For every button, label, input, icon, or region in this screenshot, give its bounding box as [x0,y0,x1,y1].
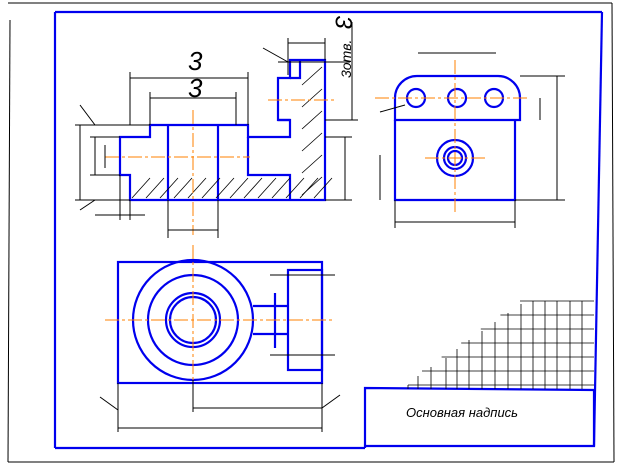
hatch-line [301,110,323,130]
hatch-line [173,177,193,199]
dimension-label: 3 [188,46,203,76]
side-view [375,52,565,228]
title-block [363,386,596,448]
hatch-line [145,177,165,199]
hatch-line [301,66,323,86]
hatch-line [215,177,235,199]
hatch-line [159,177,179,199]
hatch-line [229,177,249,199]
sheet-border [7,2,615,463]
hatch-line [301,176,323,196]
hatch-line [271,177,291,199]
stamp-grid [407,300,594,389]
drawing-frame [53,10,604,450]
hatch-line [131,177,151,199]
hatch-line [301,132,323,152]
hatch-line [285,177,305,199]
dimension-label: 3 [188,73,203,103]
hatch-line [187,177,207,199]
hatch-line [313,177,333,199]
title-block-label: Основная надпись [406,405,519,420]
hatch-line [201,177,221,199]
hatch-line [299,177,319,199]
holes-count-label: 3отв. [338,39,354,78]
rotated-dimension-label: 3 [329,15,357,29]
hatch-line [301,88,323,108]
hatch-line [301,154,323,174]
hatch-line [257,177,277,199]
hatch-line [243,177,263,199]
front-section-view [75,22,358,238]
top-view [99,245,341,432]
